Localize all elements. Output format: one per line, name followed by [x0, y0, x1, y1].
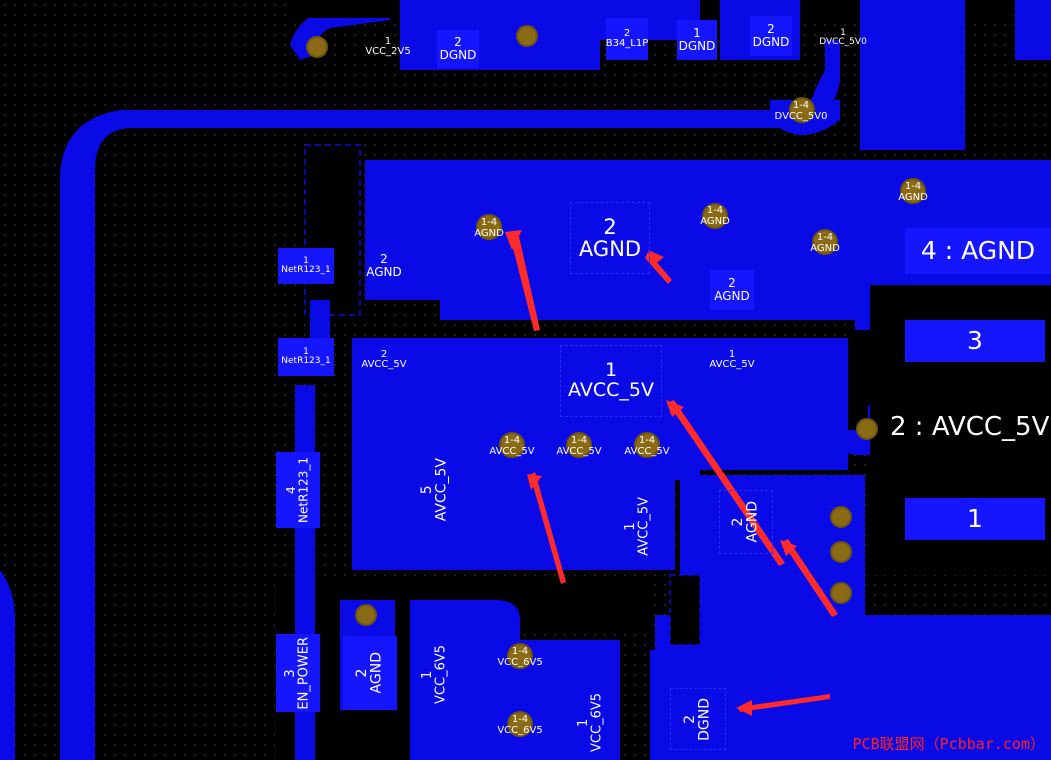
via-conn-b-icon[interactable] — [830, 541, 852, 563]
via-agnd3-icon[interactable] — [900, 178, 926, 204]
via-agnd-bottom-icon[interactable] — [355, 604, 377, 626]
connector-pin-4-agnd[interactable]: 4 : AGND — [905, 228, 1051, 274]
via-vcc6v5-2-icon[interactable] — [507, 711, 533, 737]
via-agnd1-icon[interactable] — [476, 214, 502, 240]
via-conn-c-icon[interactable] — [830, 582, 852, 604]
via-avcc3-icon[interactable] — [634, 432, 660, 458]
via-conn-a-icon[interactable] — [830, 506, 852, 528]
via-agnd4-icon[interactable] — [812, 229, 838, 255]
via-vcc6v5-1-icon[interactable] — [507, 643, 533, 669]
via-dvcc-icon[interactable] — [789, 97, 815, 123]
via-vcc2v5-icon[interactable] — [306, 36, 328, 58]
via-top-mid-icon[interactable] — [516, 25, 538, 47]
via-avcc2-icon[interactable] — [566, 432, 592, 458]
via-agnd2-icon[interactable] — [702, 203, 728, 229]
connector-pin-1[interactable]: 1 — [905, 498, 1045, 540]
connector-pin-2-avcc[interactable]: 2 : AVCC_5V — [890, 412, 1050, 442]
watermark-text: PCB联盟网（Pcbbar.com） — [852, 735, 1045, 753]
via-avcc1-icon[interactable] — [499, 432, 525, 458]
connector-pin-3[interactable]: 3 — [905, 320, 1045, 362]
via-avcc-trace-icon[interactable] — [856, 418, 878, 440]
